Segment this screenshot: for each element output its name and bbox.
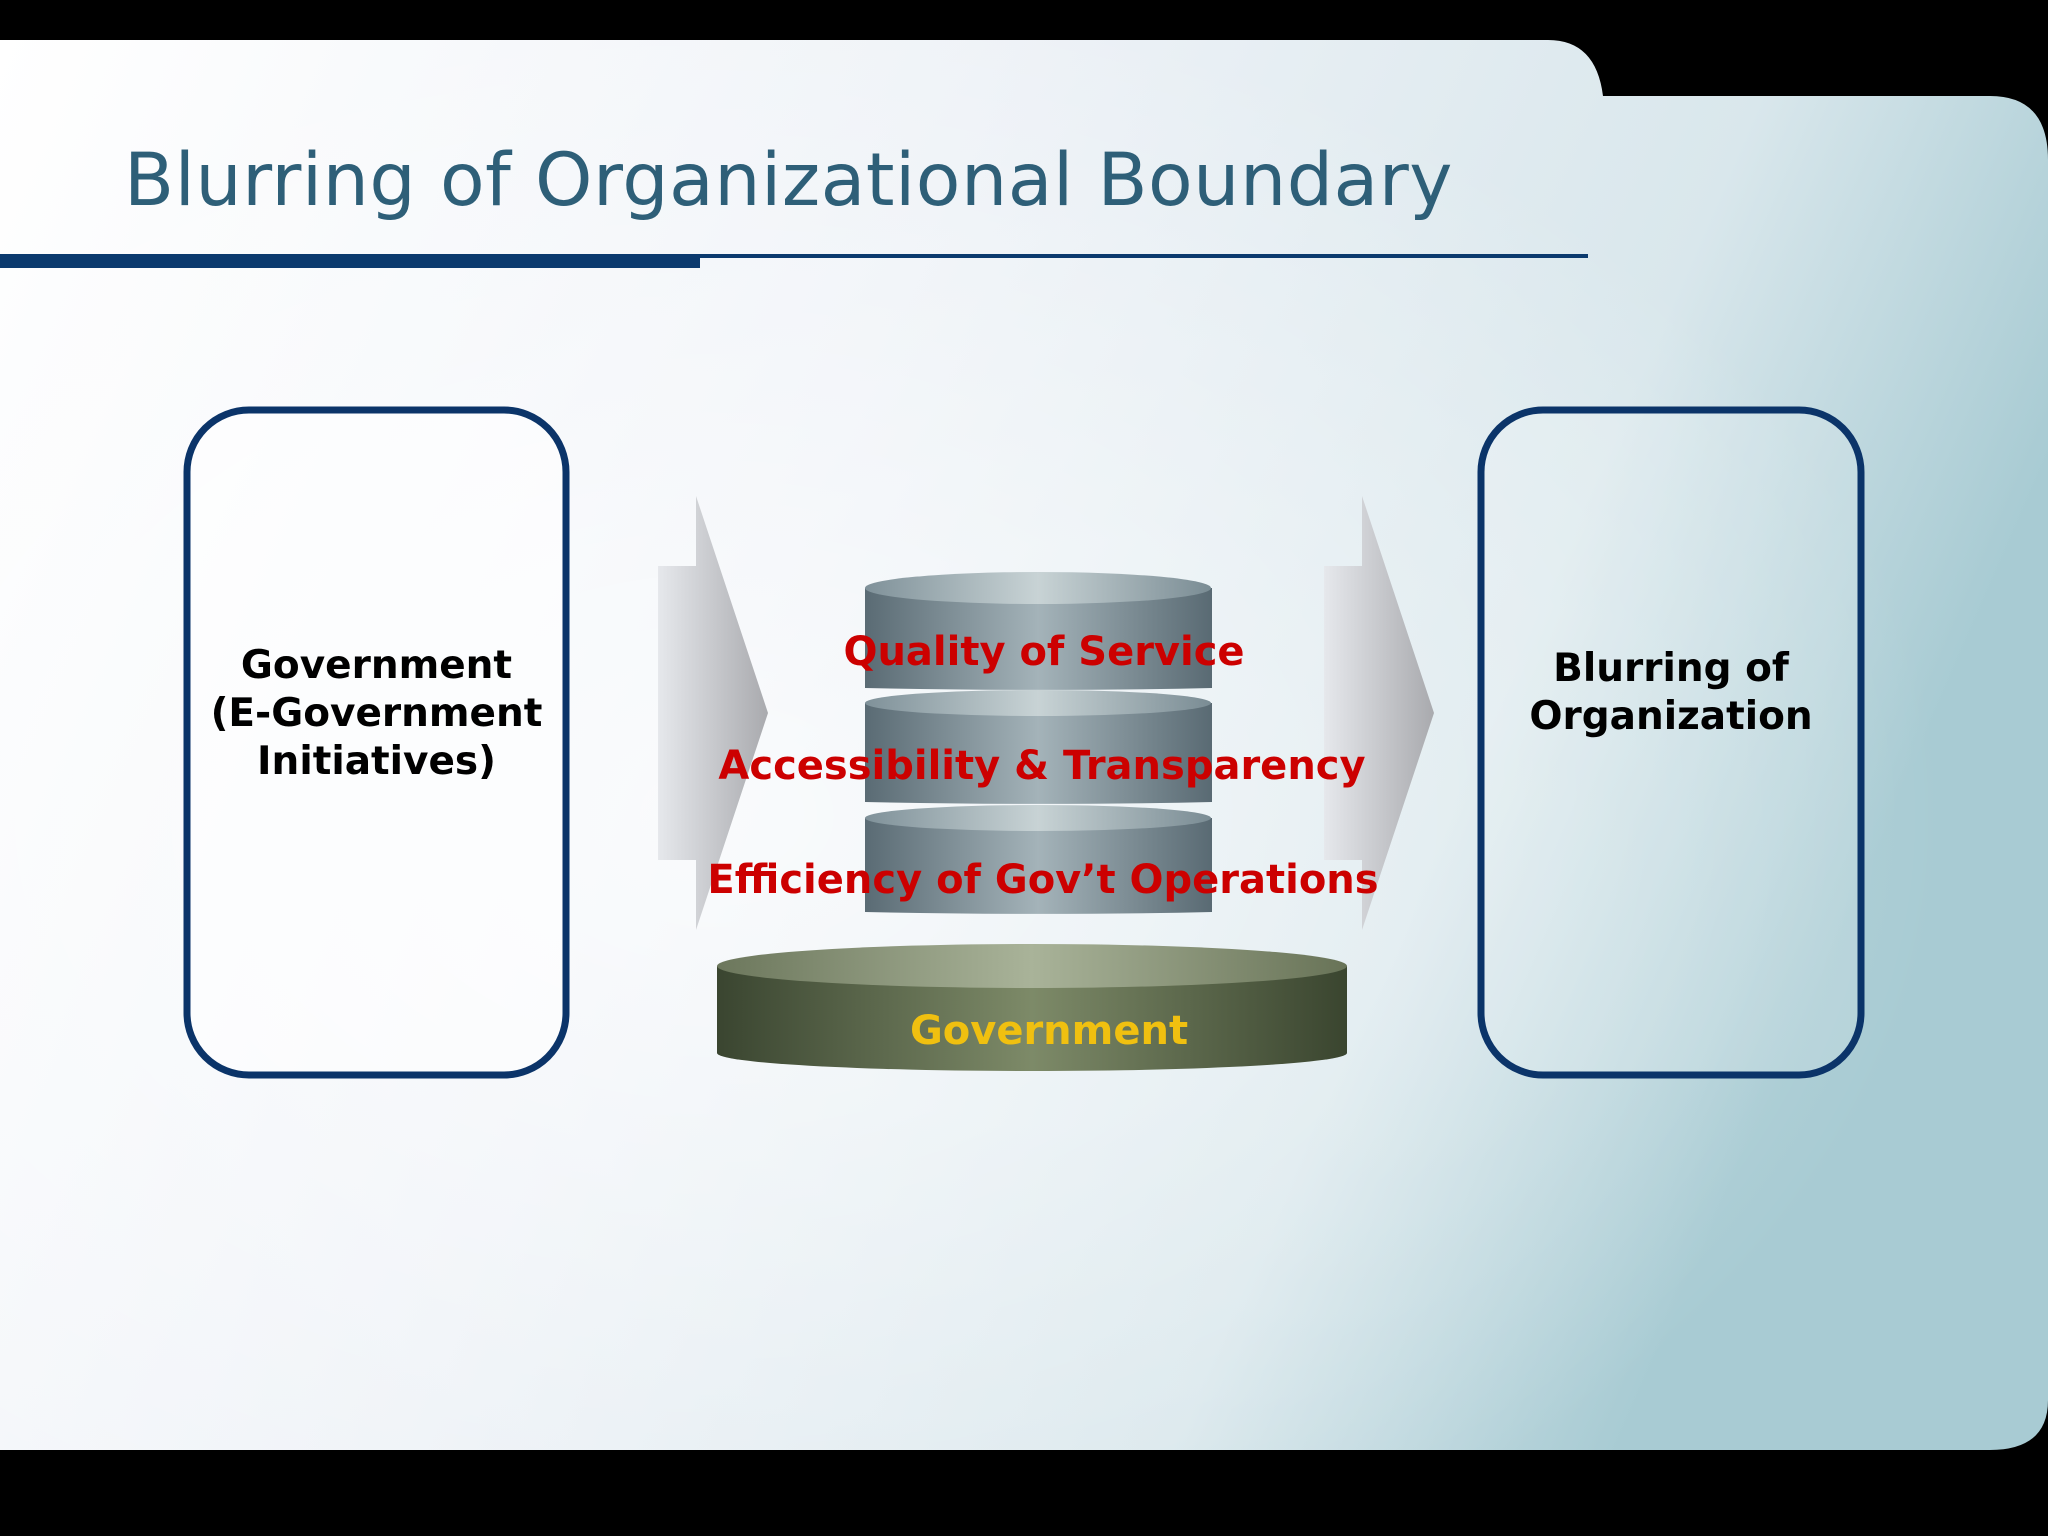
cylinder-top-cap (865, 572, 1211, 604)
right-box-line-1: Blurring of (1553, 646, 1789, 691)
left-box-text: Government (E-Government Initiatives) (187, 642, 566, 786)
cylinder-top-side (865, 588, 1212, 690)
base-disk-side (717, 966, 1347, 1071)
right-box-text: Blurring of Organization (1481, 645, 1861, 741)
left-box (183, 406, 570, 1079)
cylinder-middle-side (865, 703, 1212, 804)
layer-efficiency-operations: Efficiency of Gov’t Operations (707, 857, 1379, 903)
slide-title: Blurring of Organizational Boundary (124, 138, 1454, 223)
left-box-line-3: Initiatives) (257, 739, 496, 784)
base-government-label: Government (909, 1008, 1189, 1054)
left-arrow (658, 496, 768, 930)
right-arrow (1324, 496, 1434, 930)
cylinder-bottom-side (865, 818, 1212, 914)
left-box-line-2: (E-Government (210, 691, 543, 736)
right-box-line-2: Organization (1529, 694, 1813, 739)
title-rule-thin (700, 254, 1588, 258)
left-box-line-1: Government (240, 643, 513, 688)
layer-quality-of-service: Quality of Service (843, 629, 1245, 675)
base-disk-top (717, 944, 1347, 988)
layer-accessibility-transparency: Accessibility & Transparency (718, 743, 1366, 789)
right-box (1477, 406, 1865, 1079)
title-rule-thick (0, 254, 700, 268)
